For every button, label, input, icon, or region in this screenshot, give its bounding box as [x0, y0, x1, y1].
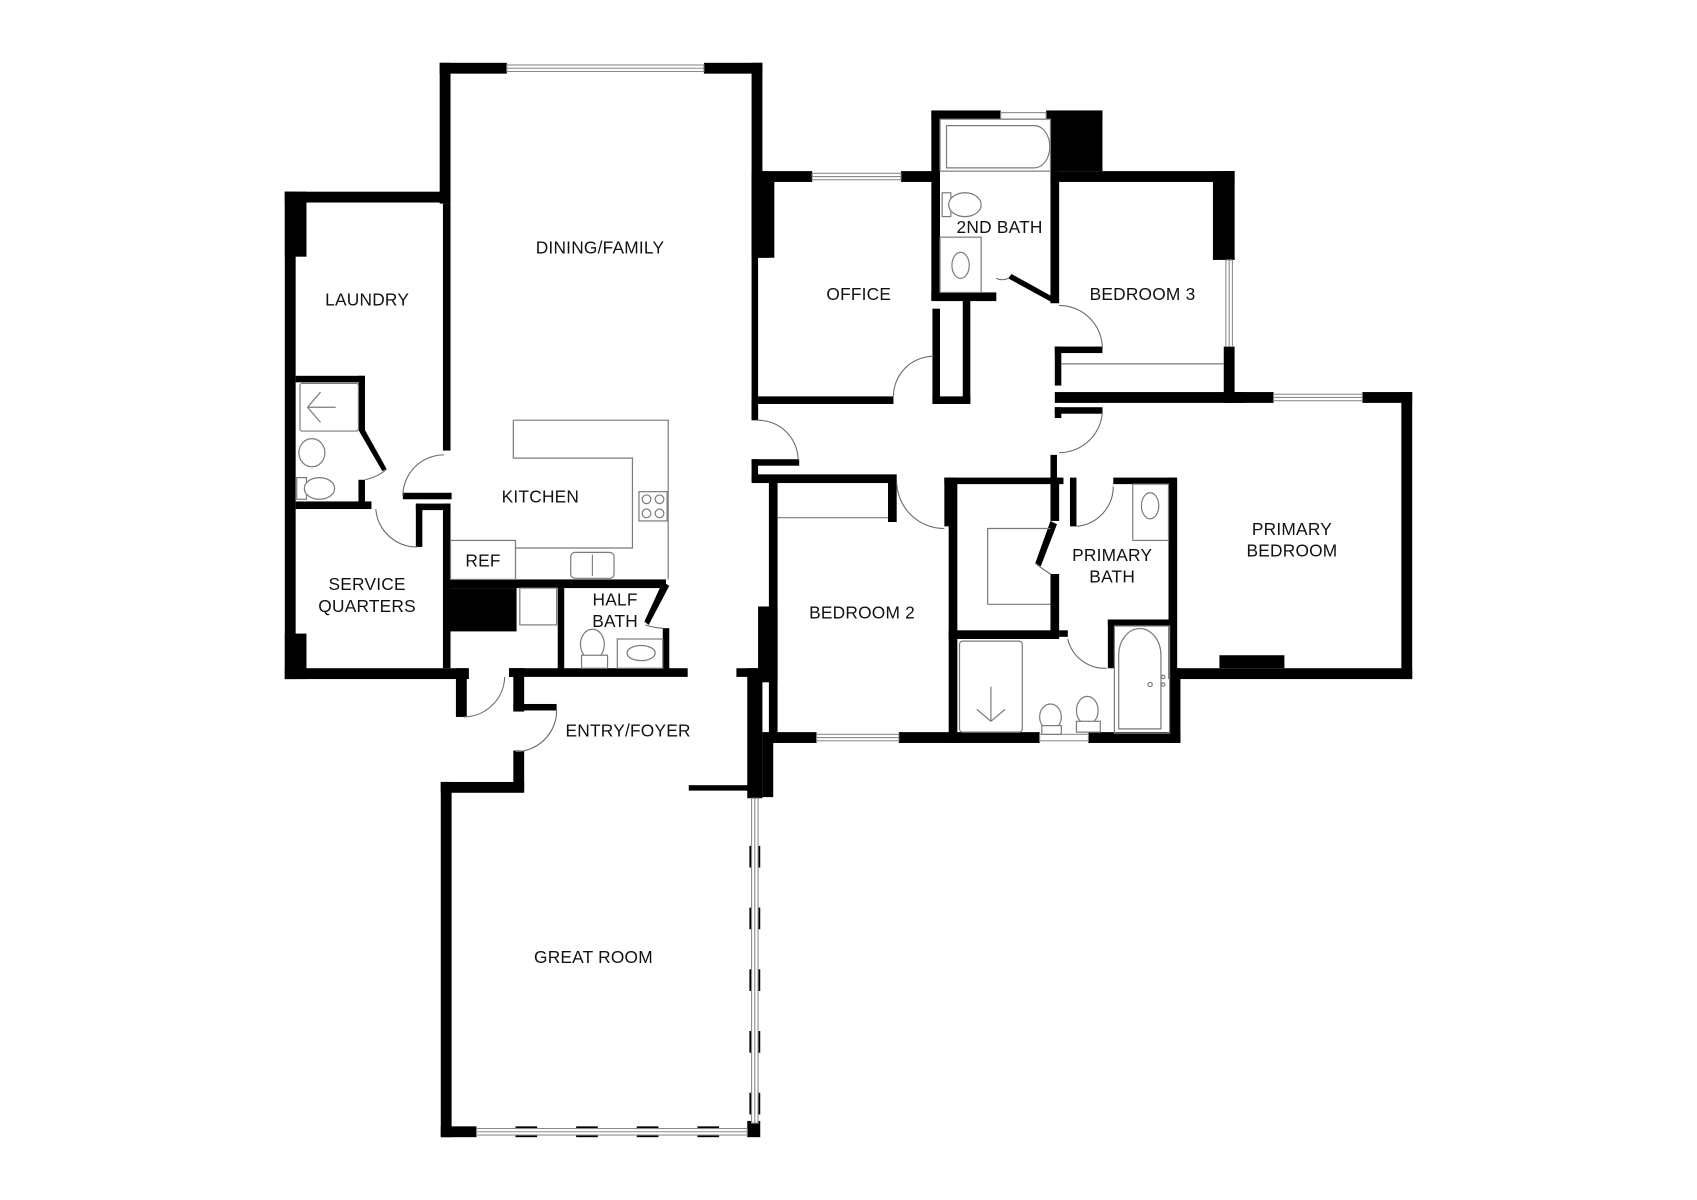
cooktop-icon	[638, 491, 668, 522]
room-label-laundry: LAUNDRY	[325, 289, 409, 309]
room-label-kitchen: KITCHEN	[502, 487, 580, 507]
room-label-dining-family: DINING/FAMILY	[536, 237, 665, 257]
toilet-icon	[579, 628, 609, 669]
room-label-service-quarters-line2: QUARTERS	[318, 596, 416, 616]
sink-icon	[939, 236, 982, 294]
windows	[475, 64, 1363, 1136]
doors	[364, 277, 1114, 753]
room-label-half-bath-line2: BATH	[592, 611, 638, 631]
toilet-icon	[1039, 703, 1062, 735]
sink-icon	[1132, 483, 1170, 542]
toilet-icon	[941, 192, 982, 218]
fixtures	[296, 118, 1224, 735]
room-label-great-room: GREAT ROOM	[534, 947, 653, 967]
bathtub-icon	[939, 118, 1052, 172]
room-label-half-bath-line1: HALF	[593, 589, 638, 609]
shower-icon	[958, 640, 1023, 733]
sink-icon	[298, 438, 326, 468]
room-label-primary-bath-line2: BATH	[1089, 567, 1135, 587]
room-label-bedroom-3: BEDROOM 3	[1090, 284, 1196, 304]
walls	[284, 62, 1413, 1138]
shower-icon	[299, 382, 360, 432]
room-label-ref: REF	[465, 550, 500, 570]
room-label-primary-bedroom-line1: PRIMARY	[1252, 519, 1332, 539]
room-label-office: OFFICE	[826, 284, 891, 304]
kitchen-sink-icon	[570, 551, 615, 579]
room-label-2nd-bath: 2ND BATH	[957, 217, 1043, 237]
room-label-bedroom-2: BEDROOM 2	[809, 602, 915, 622]
sink-icon	[616, 638, 664, 669]
room-label-service-quarters-line1: SERVICE	[329, 574, 406, 594]
room-label-primary-bedroom-line2: BEDROOM	[1246, 541, 1337, 561]
room-labels: DINING/FAMILY LAUNDRY KITCHEN REF SERVIC…	[318, 217, 1337, 967]
toilet-icon	[296, 477, 336, 500]
room-label-primary-bath-line1: PRIMARY	[1072, 545, 1152, 565]
bathtub-icon	[1113, 625, 1171, 734]
room-label-entry-foyer: ENTRY/FOYER	[566, 720, 691, 740]
toilet-icon	[1075, 695, 1101, 733]
